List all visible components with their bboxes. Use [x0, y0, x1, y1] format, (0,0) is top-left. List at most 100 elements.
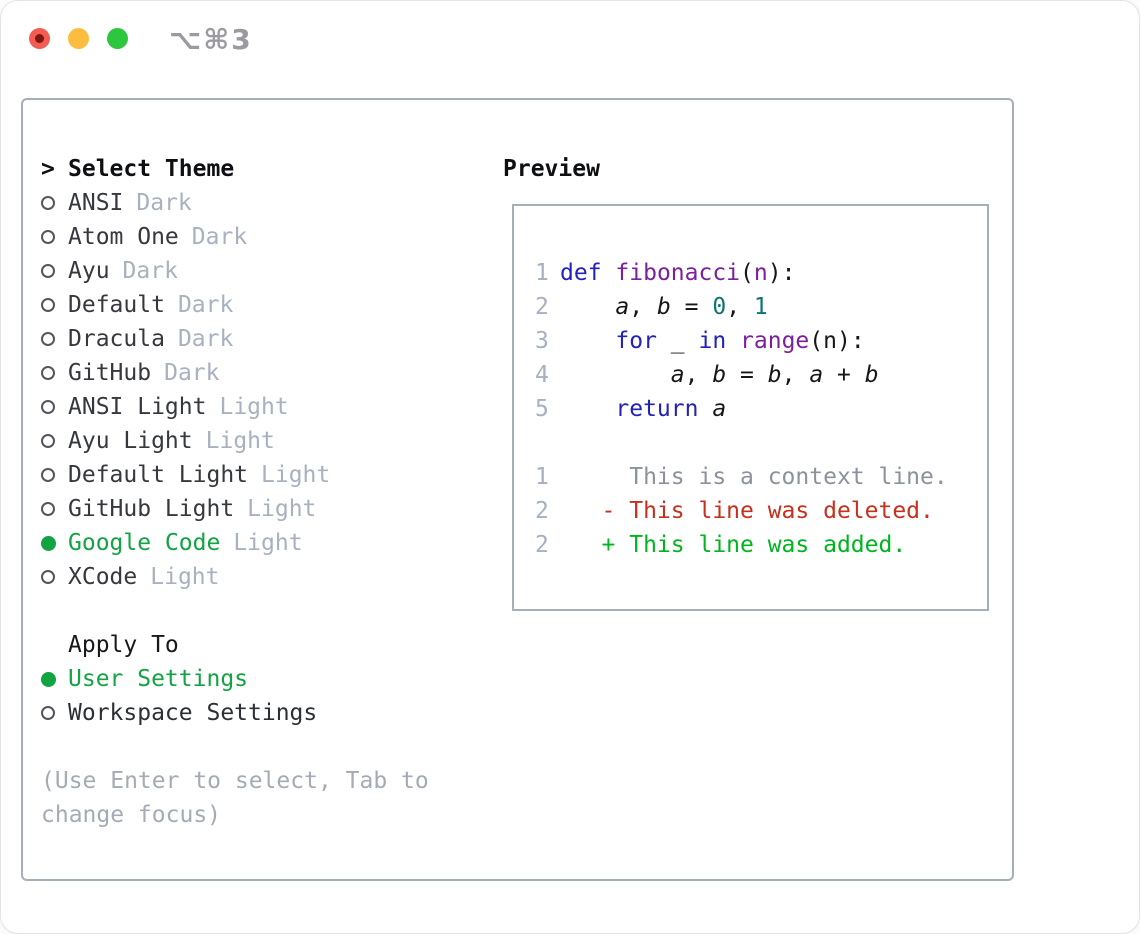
keyboard-hint: (Use Enter to select, Tab to change focu…: [41, 768, 429, 828]
theme-variant: Light: [261, 462, 331, 488]
code-token-var: a: [670, 362, 685, 388]
theme-variant: Light: [233, 530, 303, 556]
theme-variant: Light: [219, 394, 289, 420]
radio-icon: [41, 434, 68, 448]
radio-icon: [41, 264, 68, 278]
code-token-plain: ):: [767, 260, 796, 286]
code-token-var: a: [615, 294, 630, 320]
radio-selected-icon: [41, 671, 68, 687]
code-token-plain: +: [823, 362, 865, 388]
code-token-var: b: [712, 362, 727, 388]
code-token-lit: 1: [753, 294, 768, 320]
theme-variant: Dark: [164, 360, 220, 386]
code-token-plain: [560, 294, 615, 320]
code-token-plain: ,: [726, 294, 754, 320]
line-number: 2: [535, 532, 549, 558]
code-line: 4 a, b = b, a + b: [535, 358, 987, 392]
theme-name: ANSI Light: [68, 394, 207, 420]
code-token-fn: fibonacci: [615, 260, 741, 286]
radio-icon: [41, 502, 68, 516]
code-token-del: - This line was deleted.: [560, 498, 934, 524]
line-number: 3: [535, 328, 549, 354]
minimize-button[interactable]: [68, 28, 89, 49]
theme-name: Ayu: [68, 258, 110, 284]
preview-title: Preview: [503, 156, 600, 182]
theme-option-ansi-light[interactable]: ANSI Light Light: [41, 390, 456, 424]
code-token-plain: ,: [629, 294, 657, 320]
line-number: 1: [535, 464, 549, 490]
apply-option-user-settings[interactable]: User Settings: [41, 662, 456, 696]
radio-selected-icon: [41, 535, 68, 551]
radio-icon: [41, 706, 68, 720]
code-token-plain: [698, 396, 712, 422]
select-theme-title: Select Theme: [68, 156, 235, 182]
apply-option-workspace-settings[interactable]: Workspace Settings: [41, 696, 456, 730]
code-token-plain: _: [656, 328, 699, 354]
code-token-plain: =: [726, 362, 768, 388]
code-token-var: b: [767, 362, 782, 388]
code-token-var: b: [864, 362, 879, 388]
theme-option-github[interactable]: GitHub Dark: [41, 356, 456, 390]
line-number: 2: [535, 498, 549, 524]
line-number: 5: [535, 396, 549, 422]
code-line: [535, 426, 987, 460]
theme-name: Dracula: [68, 326, 165, 352]
spacer: [41, 594, 456, 628]
theme-option-default[interactable]: Default Dark: [41, 288, 456, 322]
spacer: [41, 730, 456, 764]
code-line: 2 - This line was deleted.: [535, 494, 987, 528]
code-token-plain: =: [670, 294, 713, 320]
close-button[interactable]: [29, 28, 50, 49]
code-token-lit: 0: [712, 294, 727, 320]
code-token-plain: [560, 328, 615, 354]
theme-name: Ayu Light: [68, 428, 193, 454]
code-token-var: a: [712, 396, 727, 422]
line-number: 4: [535, 362, 549, 388]
theme-option-google-code[interactable]: Google Code Light: [41, 526, 456, 560]
code-token-plain: [560, 396, 615, 422]
theme-option-ayu-light[interactable]: Ayu Light Light: [41, 424, 456, 458]
theme-variant: Light: [205, 428, 275, 454]
theme-variant: Dark: [177, 292, 234, 318]
theme-name: Default: [68, 292, 165, 318]
code-token-kw: for: [615, 328, 657, 354]
code-token-plain: [726, 328, 740, 354]
theme-variant: Light: [247, 496, 317, 522]
select-theme-header: > Select Theme: [41, 152, 456, 186]
code-line: 5 return a: [535, 392, 987, 426]
radio-icon: [41, 468, 68, 482]
theme-name: GitHub: [68, 360, 152, 386]
code-token-add: + This line was added.: [560, 532, 907, 558]
line-number: 1: [535, 260, 549, 286]
code-token-var: b: [656, 294, 671, 320]
radio-icon: [41, 196, 68, 210]
theme-variant: Dark: [136, 190, 192, 216]
code-line: 3 for _ in range(n):: [535, 324, 987, 358]
theme-variant: Light: [150, 564, 220, 590]
apply-option-label: Workspace Settings: [68, 700, 318, 726]
code-token-fn: n: [753, 260, 768, 286]
theme-name: Google Code: [68, 530, 221, 556]
code-line: 1 This is a context line.: [535, 460, 987, 494]
code-token-plain: ,: [684, 362, 713, 388]
zoom-button[interactable]: [107, 28, 128, 49]
radio-icon: [41, 332, 68, 346]
apply-option-label: User Settings: [68, 666, 249, 692]
focus-chevron-icon: >: [41, 156, 55, 182]
theme-name: Atom One: [68, 224, 179, 250]
code-token-ctx: This is a context line.: [560, 464, 948, 490]
line-number: 2: [535, 294, 549, 320]
